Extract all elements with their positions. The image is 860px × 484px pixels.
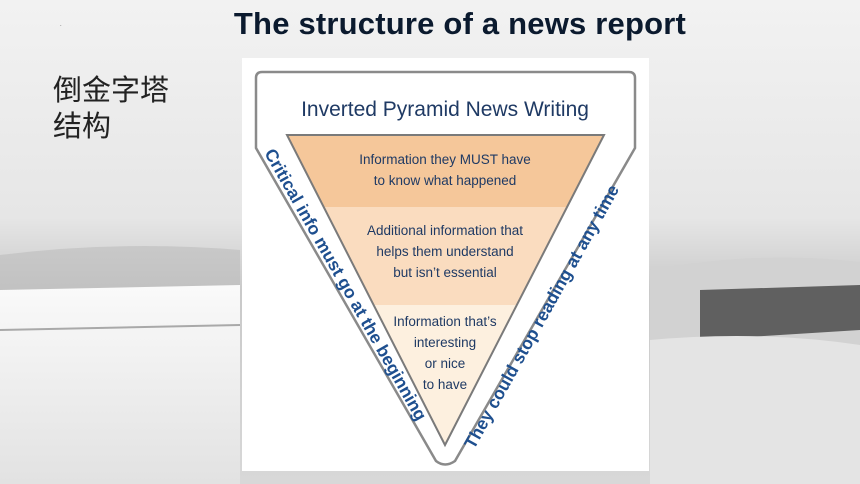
side-label: 倒金字塔 结构 xyxy=(53,72,169,144)
side-label-line-1: 倒金字塔 xyxy=(53,73,170,107)
side-label-line-2: 结构 xyxy=(53,109,112,143)
pyramid-tier-must-have xyxy=(287,135,604,207)
tier-additional-line-3: but isn’t essential xyxy=(393,265,497,280)
tier-additional-line-2: helps them understand xyxy=(376,244,513,259)
tier-must-have-line-1: Information they MUST have xyxy=(359,152,531,167)
tier-nice-line-3: or nice xyxy=(425,356,466,371)
tier-must-have-line-2: to know what happened xyxy=(374,173,517,188)
tier-nice-line-4: to have xyxy=(423,377,467,392)
tier-nice-line-1: Information that’s xyxy=(393,314,497,329)
slide-title: The structure of a news report xyxy=(233,6,687,41)
tier-nice-line-2: interesting xyxy=(414,335,476,350)
inverted-pyramid-figure: Inverted Pyramid News Writing Informatio… xyxy=(242,58,649,471)
tier-additional-line-1: Additional information that xyxy=(367,223,523,238)
figure-heading: Inverted Pyramid News Writing xyxy=(301,98,589,121)
slide-dot: . xyxy=(60,22,62,28)
pyramid-outline xyxy=(285,134,606,448)
